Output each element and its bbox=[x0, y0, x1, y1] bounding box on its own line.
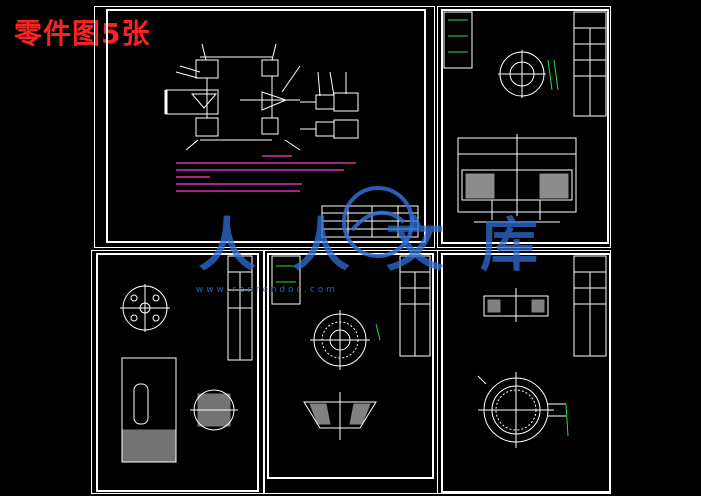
sheet-ring-border bbox=[441, 253, 611, 493]
watermark-url: w w w . r e n r e n d o c . c o m bbox=[196, 285, 335, 295]
gearbox-assembly-drawing bbox=[164, 43, 419, 238]
ring-part-drawing bbox=[477, 255, 607, 448]
block-part-drawing bbox=[120, 255, 253, 463]
sheet-assembly-border bbox=[106, 9, 426, 243]
sheet-block-frame[interactable] bbox=[91, 250, 264, 494]
watermark-text: 人人文库 bbox=[198, 211, 575, 279]
technical-notes bbox=[176, 155, 356, 192]
watermark-logo bbox=[342, 186, 414, 258]
sheet-bevel-gear-border bbox=[267, 253, 434, 479]
sheet-sleeve-border bbox=[441, 9, 609, 244]
sheet-sleeve-frame[interactable] bbox=[437, 6, 611, 248]
sheet-block-border bbox=[96, 253, 259, 492]
page-title: 零件图5张 bbox=[14, 17, 151, 50]
sheet-assembly-frame[interactable] bbox=[94, 6, 435, 248]
sleeve-part-drawing bbox=[443, 11, 607, 223]
bevel-gear-part-drawing bbox=[271, 255, 431, 440]
